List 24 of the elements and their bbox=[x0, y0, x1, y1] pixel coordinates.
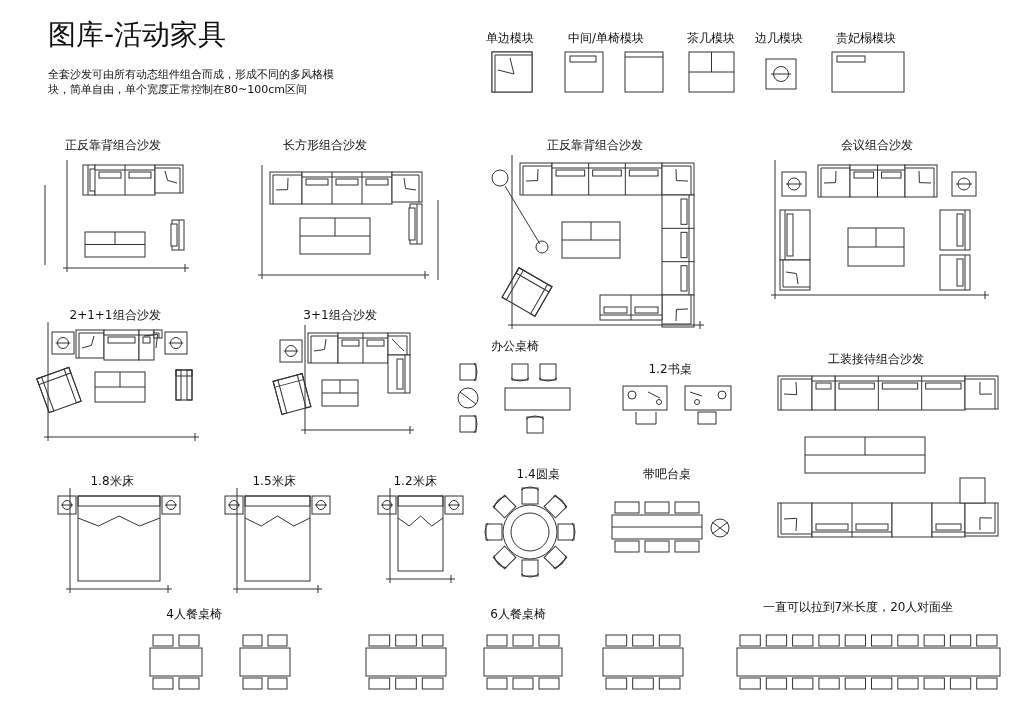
drawing-caption: 边几模块 bbox=[755, 31, 803, 45]
drawing-caption: 长方形组合沙发 bbox=[283, 138, 367, 152]
drawing-caption: 1.2书桌 bbox=[648, 362, 692, 376]
page-title: 图库-活动家具 bbox=[48, 18, 227, 52]
drawing-caption: 正反靠背组合沙发 bbox=[547, 138, 643, 152]
drawing-caption: 1.8米床 bbox=[90, 474, 134, 488]
drawing-caption: 2+1+1组合沙发 bbox=[69, 308, 161, 322]
drawing-caption: 6人餐桌椅 bbox=[490, 607, 546, 621]
drawing-caption: 会议组合沙发 bbox=[841, 138, 913, 152]
drawing-caption: 带吧台桌 bbox=[643, 467, 691, 481]
drawing-caption: 1.2米床 bbox=[393, 474, 437, 488]
drawing-caption: 1.5米床 bbox=[252, 474, 296, 488]
drawing-caption: 一直可以拉到7米长度，20人对面坐 bbox=[762, 600, 954, 614]
drawing-caption: 工装接待组合沙发 bbox=[828, 352, 924, 366]
drawing-caption: 贵妃榻模块 bbox=[836, 31, 896, 45]
drawing-caption: 办公桌椅 bbox=[491, 339, 539, 353]
drawing-caption: 4人餐桌椅 bbox=[166, 607, 222, 621]
description-text: 全套沙发可由所有动态组件组合而成，形成不同的多风格模块，简单自由，单个宽度正常控制在80~100cm区间 bbox=[48, 67, 335, 97]
drawing-caption: 3+1组合沙发 bbox=[303, 308, 377, 322]
drawing-caption: 1.4圆桌 bbox=[516, 467, 560, 481]
drawing-caption: 正反靠背组合沙发 bbox=[65, 138, 161, 152]
drawing-caption: 单边模块 bbox=[486, 31, 534, 45]
drawing-caption: 中间/单椅模块 bbox=[568, 31, 644, 45]
drawing-caption: 茶几模块 bbox=[687, 31, 735, 45]
